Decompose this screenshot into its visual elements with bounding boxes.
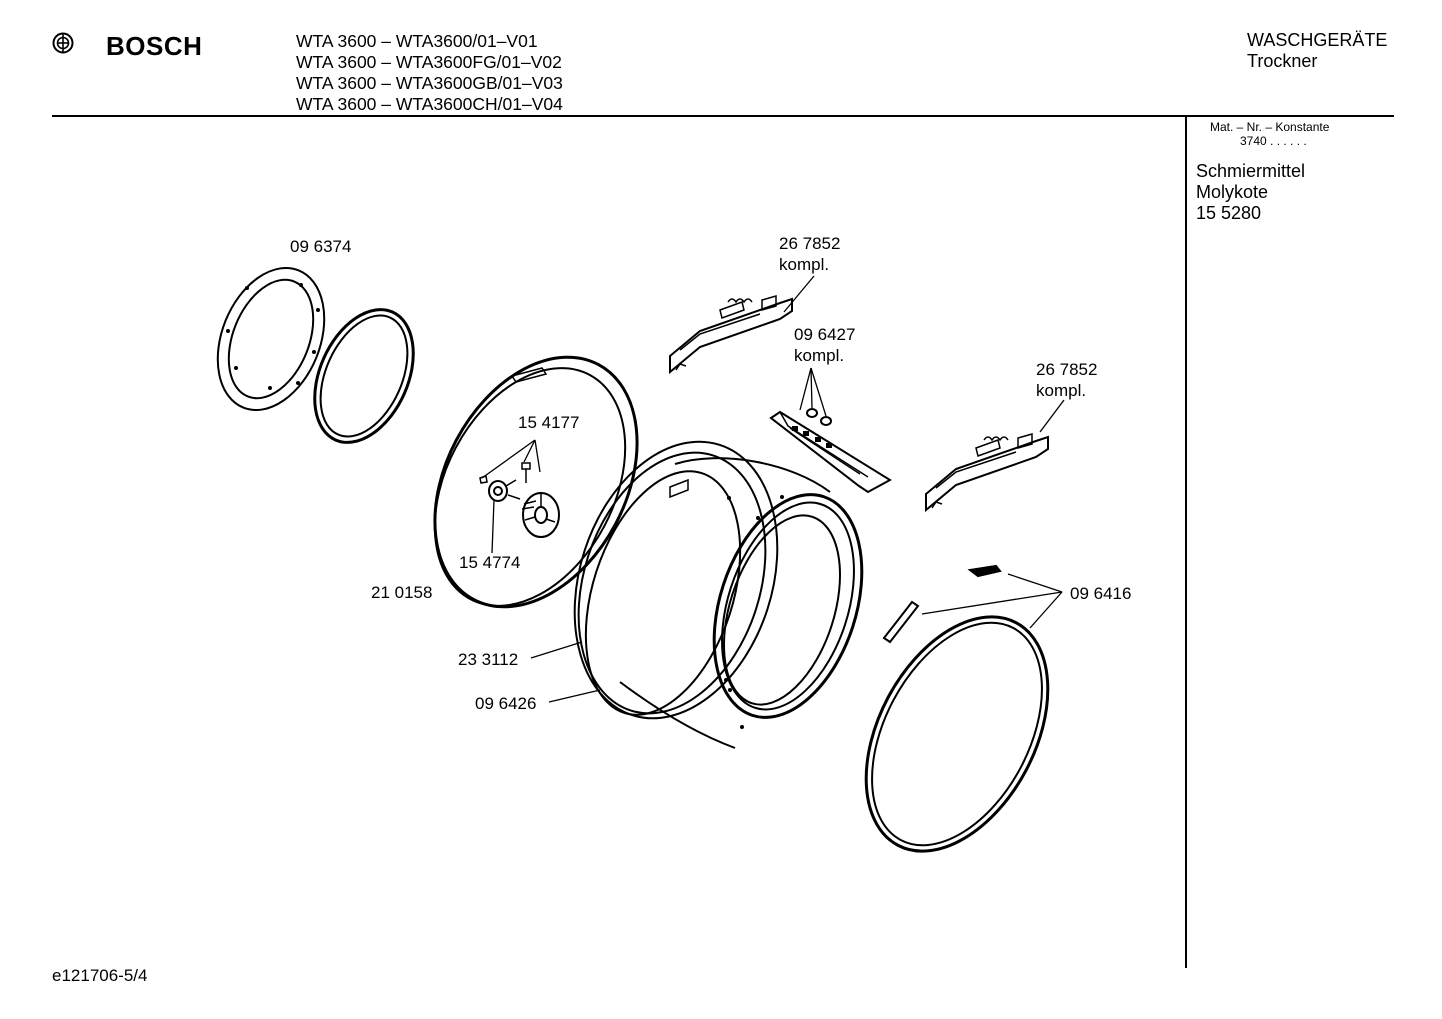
- part-label-154774: 15 4774: [459, 553, 521, 572]
- part-label-267852-top: 26 7852 kompl.: [779, 233, 840, 275]
- part-label-096427: 09 6427 kompl.: [794, 324, 855, 366]
- part-label-096416: 09 6416: [1070, 584, 1132, 603]
- model-line: WTA 3600 – WTA3600FG/01–V02: [296, 52, 562, 72]
- part-qualifier: kompl.: [779, 255, 830, 274]
- bracket-assembly-267852-right: [925, 433, 1049, 513]
- part-number: 09 6427: [794, 325, 856, 344]
- exploded-parts-diagram: [216, 266, 1065, 853]
- material-constant: Mat. – Nr. – Konstante 3740 . . . . . .: [1210, 120, 1329, 148]
- drum-body-233112: [573, 440, 864, 749]
- brand-name: BOSCH: [106, 31, 203, 61]
- part-label-233112: 23 3112: [458, 650, 519, 669]
- category-block: WASCHGERÄTE Trockner: [1247, 30, 1387, 72]
- front-seal-ring: [864, 615, 1050, 853]
- document-id: e121706-5/4: [52, 966, 148, 985]
- lubricant-line: 15 5280: [1196, 203, 1262, 223]
- bracket-assembly-267852-top: [669, 295, 793, 375]
- model-line: WTA 3600 – WTA3600/01–V01: [296, 31, 538, 51]
- part-number: 26 7852: [1036, 360, 1098, 379]
- lubricant-info: Schmiermittel Molykote 15 5280: [1196, 161, 1305, 224]
- clip-parts-096416: [882, 564, 1002, 644]
- part-label-267852-right: 26 7852 kompl.: [1036, 359, 1097, 401]
- part-label-096374: 09 6374: [290, 237, 352, 256]
- rear-drum-wall-210158: [433, 355, 639, 609]
- part-label-096426: 09 6426: [475, 694, 537, 713]
- model-line: WTA 3600 – WTA3600CH/01–V04: [296, 94, 563, 114]
- bosch-armature-icon: [52, 32, 74, 54]
- category-title: WASCHGERÄTE: [1247, 30, 1388, 50]
- part-qualifier: kompl.: [794, 346, 845, 365]
- leader-lines: [481, 275, 1065, 703]
- header-divider: [52, 115, 1394, 117]
- category-subtitle: Trockner: [1247, 51, 1318, 71]
- part-number: 26 7852: [779, 234, 841, 253]
- lubricant-line: Molykote: [1196, 182, 1269, 202]
- part-label-210158: 21 0158: [371, 583, 433, 602]
- lubricant-line: Schmiermittel: [1196, 161, 1306, 181]
- model-line: WTA 3600 – WTA3600GB/01–V03: [296, 73, 563, 93]
- part-qualifier: kompl.: [1036, 381, 1087, 400]
- material-label: Mat. – Nr. – Konstante: [1210, 120, 1330, 134]
- gasket-ring-096374: [216, 266, 326, 412]
- model-list: WTA 3600 – WTA3600/01–V01 WTA 3600 – WTA…: [296, 31, 563, 115]
- sidebar-divider: [1185, 116, 1187, 968]
- material-value: 3740 . . . . . .: [1240, 134, 1307, 148]
- part-label-154177: 15 4177: [518, 413, 580, 432]
- seal-ring: [313, 308, 415, 444]
- drum-paddle-096427: [769, 408, 892, 494]
